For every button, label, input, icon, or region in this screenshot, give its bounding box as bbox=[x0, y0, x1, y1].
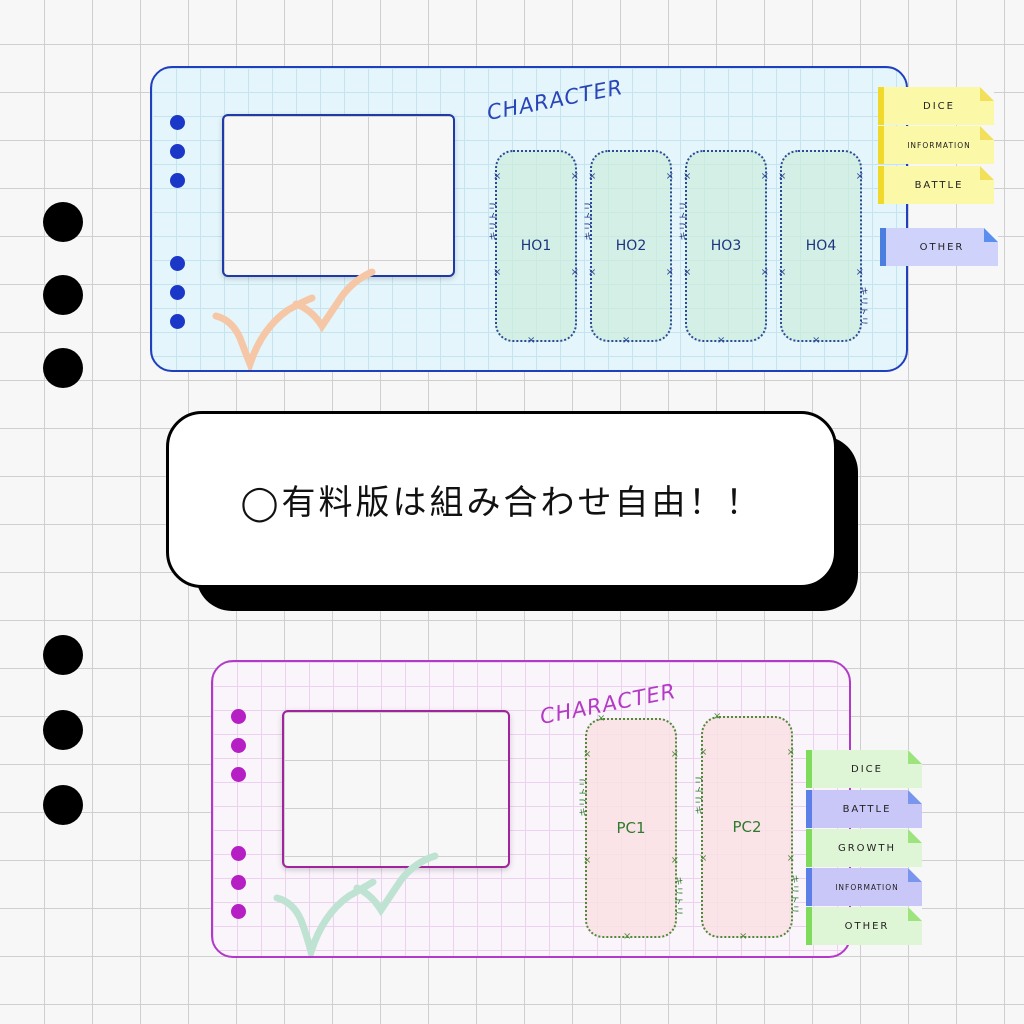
check-doodle-icon bbox=[212, 268, 376, 370]
tab-label: GROWTH bbox=[837, 842, 897, 854]
tab-other[interactable]: OTHER bbox=[880, 228, 998, 266]
tab-dice[interactable]: DICE bbox=[878, 87, 994, 125]
tab-label: INFORMATION bbox=[907, 140, 971, 150]
punch-hole-icon bbox=[170, 285, 185, 300]
tab-label: DICE bbox=[851, 763, 883, 775]
punch-hole-icon bbox=[170, 314, 185, 329]
punch-hole-icon bbox=[231, 875, 246, 890]
check-doodle-icon bbox=[273, 852, 439, 956]
binder-dot-4 bbox=[43, 635, 83, 675]
punch-hole-icon bbox=[231, 738, 246, 753]
tab-battle[interactable]: BATTLE bbox=[806, 790, 922, 828]
cut-label: キリトリ bbox=[679, 200, 690, 241]
slot-label: HO3 bbox=[710, 238, 742, 254]
punch-hole-icon bbox=[231, 767, 246, 782]
cut-label: キリトリ bbox=[579, 776, 590, 817]
tab-label: BATTLE bbox=[914, 179, 964, 191]
binder-dot-3 bbox=[43, 348, 83, 388]
slot-label: PC1 bbox=[616, 819, 646, 837]
tab-label: DICE bbox=[923, 100, 955, 112]
binder-dot-2 bbox=[43, 275, 83, 315]
binder-dot-5 bbox=[43, 710, 83, 750]
character-title: CHARACTER bbox=[484, 75, 626, 125]
slot-label: HO4 bbox=[805, 238, 837, 254]
slot-pc2[interactable]: PC2 × × × × × × キリトリ キリトリ bbox=[695, 711, 799, 942]
punch-hole-icon bbox=[231, 709, 246, 724]
punch-hole-icon bbox=[170, 256, 185, 271]
slot-ho4[interactable]: HO4 × × × × × キリトリ bbox=[778, 150, 867, 346]
cut-label: キリトリ bbox=[672, 876, 683, 917]
slot-ho2[interactable]: HO2 × × × × × キリトリ bbox=[585, 150, 674, 346]
punch-hole-icon bbox=[170, 115, 185, 130]
tab-label: BATTLE bbox=[842, 803, 892, 815]
info-banner: ◯有料版は組み合わせ自由！！ bbox=[166, 411, 837, 588]
portrait-frame[interactable] bbox=[222, 114, 455, 277]
punch-hole-icon bbox=[170, 173, 185, 188]
slot-label: HO2 bbox=[615, 238, 647, 254]
tab-label: OTHER bbox=[919, 241, 965, 253]
cut-label: キリトリ bbox=[489, 200, 500, 241]
tab-label: OTHER bbox=[844, 920, 890, 932]
tab-battle[interactable]: BATTLE bbox=[878, 166, 994, 204]
tab-information[interactable]: INFORMATION bbox=[806, 868, 922, 906]
slot-ho1[interactable]: HO1 × × × × × キリトリ bbox=[490, 150, 579, 346]
cut-label: キリトリ bbox=[695, 774, 706, 815]
punch-hole-icon bbox=[170, 144, 185, 159]
pink-character-card: CHARACTER PC1 × × × × × × キリトリ キリトリ PC2 … bbox=[211, 660, 851, 958]
tab-growth[interactable]: GROWTH bbox=[806, 829, 922, 867]
tab-label: INFORMATION bbox=[835, 882, 899, 892]
cut-label: キリトリ bbox=[584, 200, 595, 241]
punch-hole-icon bbox=[231, 846, 246, 861]
binder-dot-1 bbox=[43, 202, 83, 242]
cut-label: キリトリ bbox=[857, 286, 868, 327]
punch-hole-icon bbox=[231, 904, 246, 919]
tab-other[interactable]: OTHER bbox=[806, 907, 922, 945]
tab-information[interactable]: INFORMATION bbox=[878, 126, 994, 164]
slot-ho3[interactable]: HO3 × × × × × キリトリ bbox=[680, 150, 769, 346]
banner-text: ◯有料版は組み合わせ自由！！ bbox=[240, 483, 763, 523]
slot-label: HO1 bbox=[520, 238, 552, 254]
blue-character-card: CHARACTER HO1 × × × × × キリトリ HO2 × × × ×… bbox=[150, 66, 908, 372]
tab-dice[interactable]: DICE bbox=[806, 750, 922, 788]
cut-label: キリトリ bbox=[788, 874, 799, 915]
portrait-frame[interactable] bbox=[282, 710, 510, 868]
slot-pc1[interactable]: PC1 × × × × × × キリトリ キリトリ bbox=[579, 713, 683, 942]
binder-dot-6 bbox=[43, 785, 83, 825]
slot-label: PC2 bbox=[732, 818, 762, 836]
